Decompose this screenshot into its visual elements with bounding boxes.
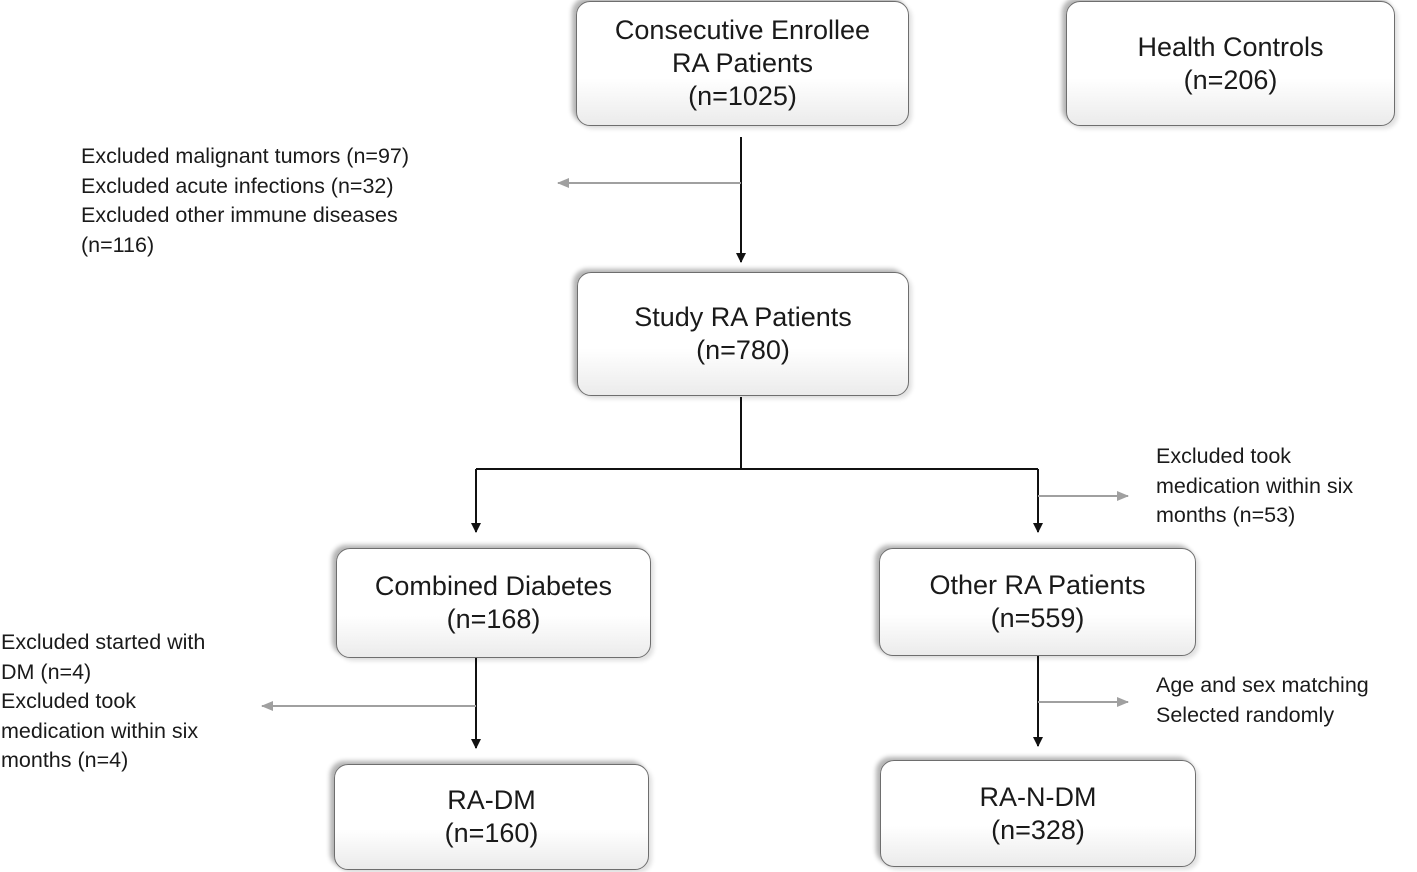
- box-line: (n=780): [696, 335, 790, 365]
- box-combined-diabetes: Combined Diabetes (n=168): [336, 548, 651, 658]
- box-other-ra-patients: Other RA Patients (n=559): [879, 548, 1196, 656]
- box-line: (n=168): [446, 604, 541, 634]
- note-line: months (n=4): [1, 748, 129, 772]
- note-line: Excluded malignant tumors (n=97): [81, 144, 410, 168]
- box-line: Consecutive Enrollee: [614, 15, 871, 45]
- box-line: RA-N-DM: [979, 781, 1097, 812]
- note-line: Excluded other immune diseases: [81, 203, 398, 227]
- note-line: medication within six: [1, 718, 199, 743]
- box-health-controls: Health Controls (n=206): [1066, 1, 1395, 126]
- box-line: (n=559): [990, 603, 1085, 633]
- box-study-ra-patients: Study RA Patients (n=780): [577, 272, 909, 396]
- box-line: RA Patients: [671, 48, 814, 78]
- note-line: (n=116): [81, 232, 155, 257]
- note-line: Excluded started with: [1, 630, 206, 654]
- note-line: Excluded took: [1156, 444, 1292, 468]
- note-line: medication within six: [1156, 473, 1354, 498]
- note-exclusion-top: Excluded malignant tumors (n=97) Exclude…: [81, 142, 409, 260]
- note-matching: Age and sex matching Selected randomly: [1156, 671, 1369, 730]
- box-ra-dm: RA-DM (n=160): [334, 764, 649, 870]
- box-line: (n=328): [991, 814, 1085, 845]
- note-line: Excluded took: [1, 689, 137, 713]
- note-exclusion-right: Excluded took medication within six mont…: [1156, 442, 1353, 531]
- box-consecutive-enrollee: Consecutive Enrollee RA Patients (n=1025…: [576, 1, 909, 126]
- box-ra-n-dm: RA-N-DM (n=328): [880, 760, 1196, 867]
- box-line: RA-DM: [447, 785, 536, 815]
- note-line: months (n=53): [1156, 503, 1296, 527]
- note-line: Age and sex matching: [1156, 673, 1369, 697]
- note-line: Excluded acute infections (n=32): [81, 173, 394, 198]
- box-line: Combined Diabetes: [374, 571, 613, 601]
- box-line: Study RA Patients: [634, 302, 852, 332]
- box-line: Health Controls: [1137, 31, 1324, 62]
- box-line: (n=1025): [688, 81, 797, 111]
- box-line: (n=160): [444, 818, 539, 848]
- note-exclusion-left: Excluded started with DM (n=4) Excluded …: [1, 628, 205, 776]
- box-line: Other RA Patients: [929, 570, 1146, 600]
- box-line: (n=206): [1183, 64, 1278, 95]
- note-line: DM (n=4): [1, 659, 92, 684]
- note-line: Selected randomly: [1156, 702, 1335, 727]
